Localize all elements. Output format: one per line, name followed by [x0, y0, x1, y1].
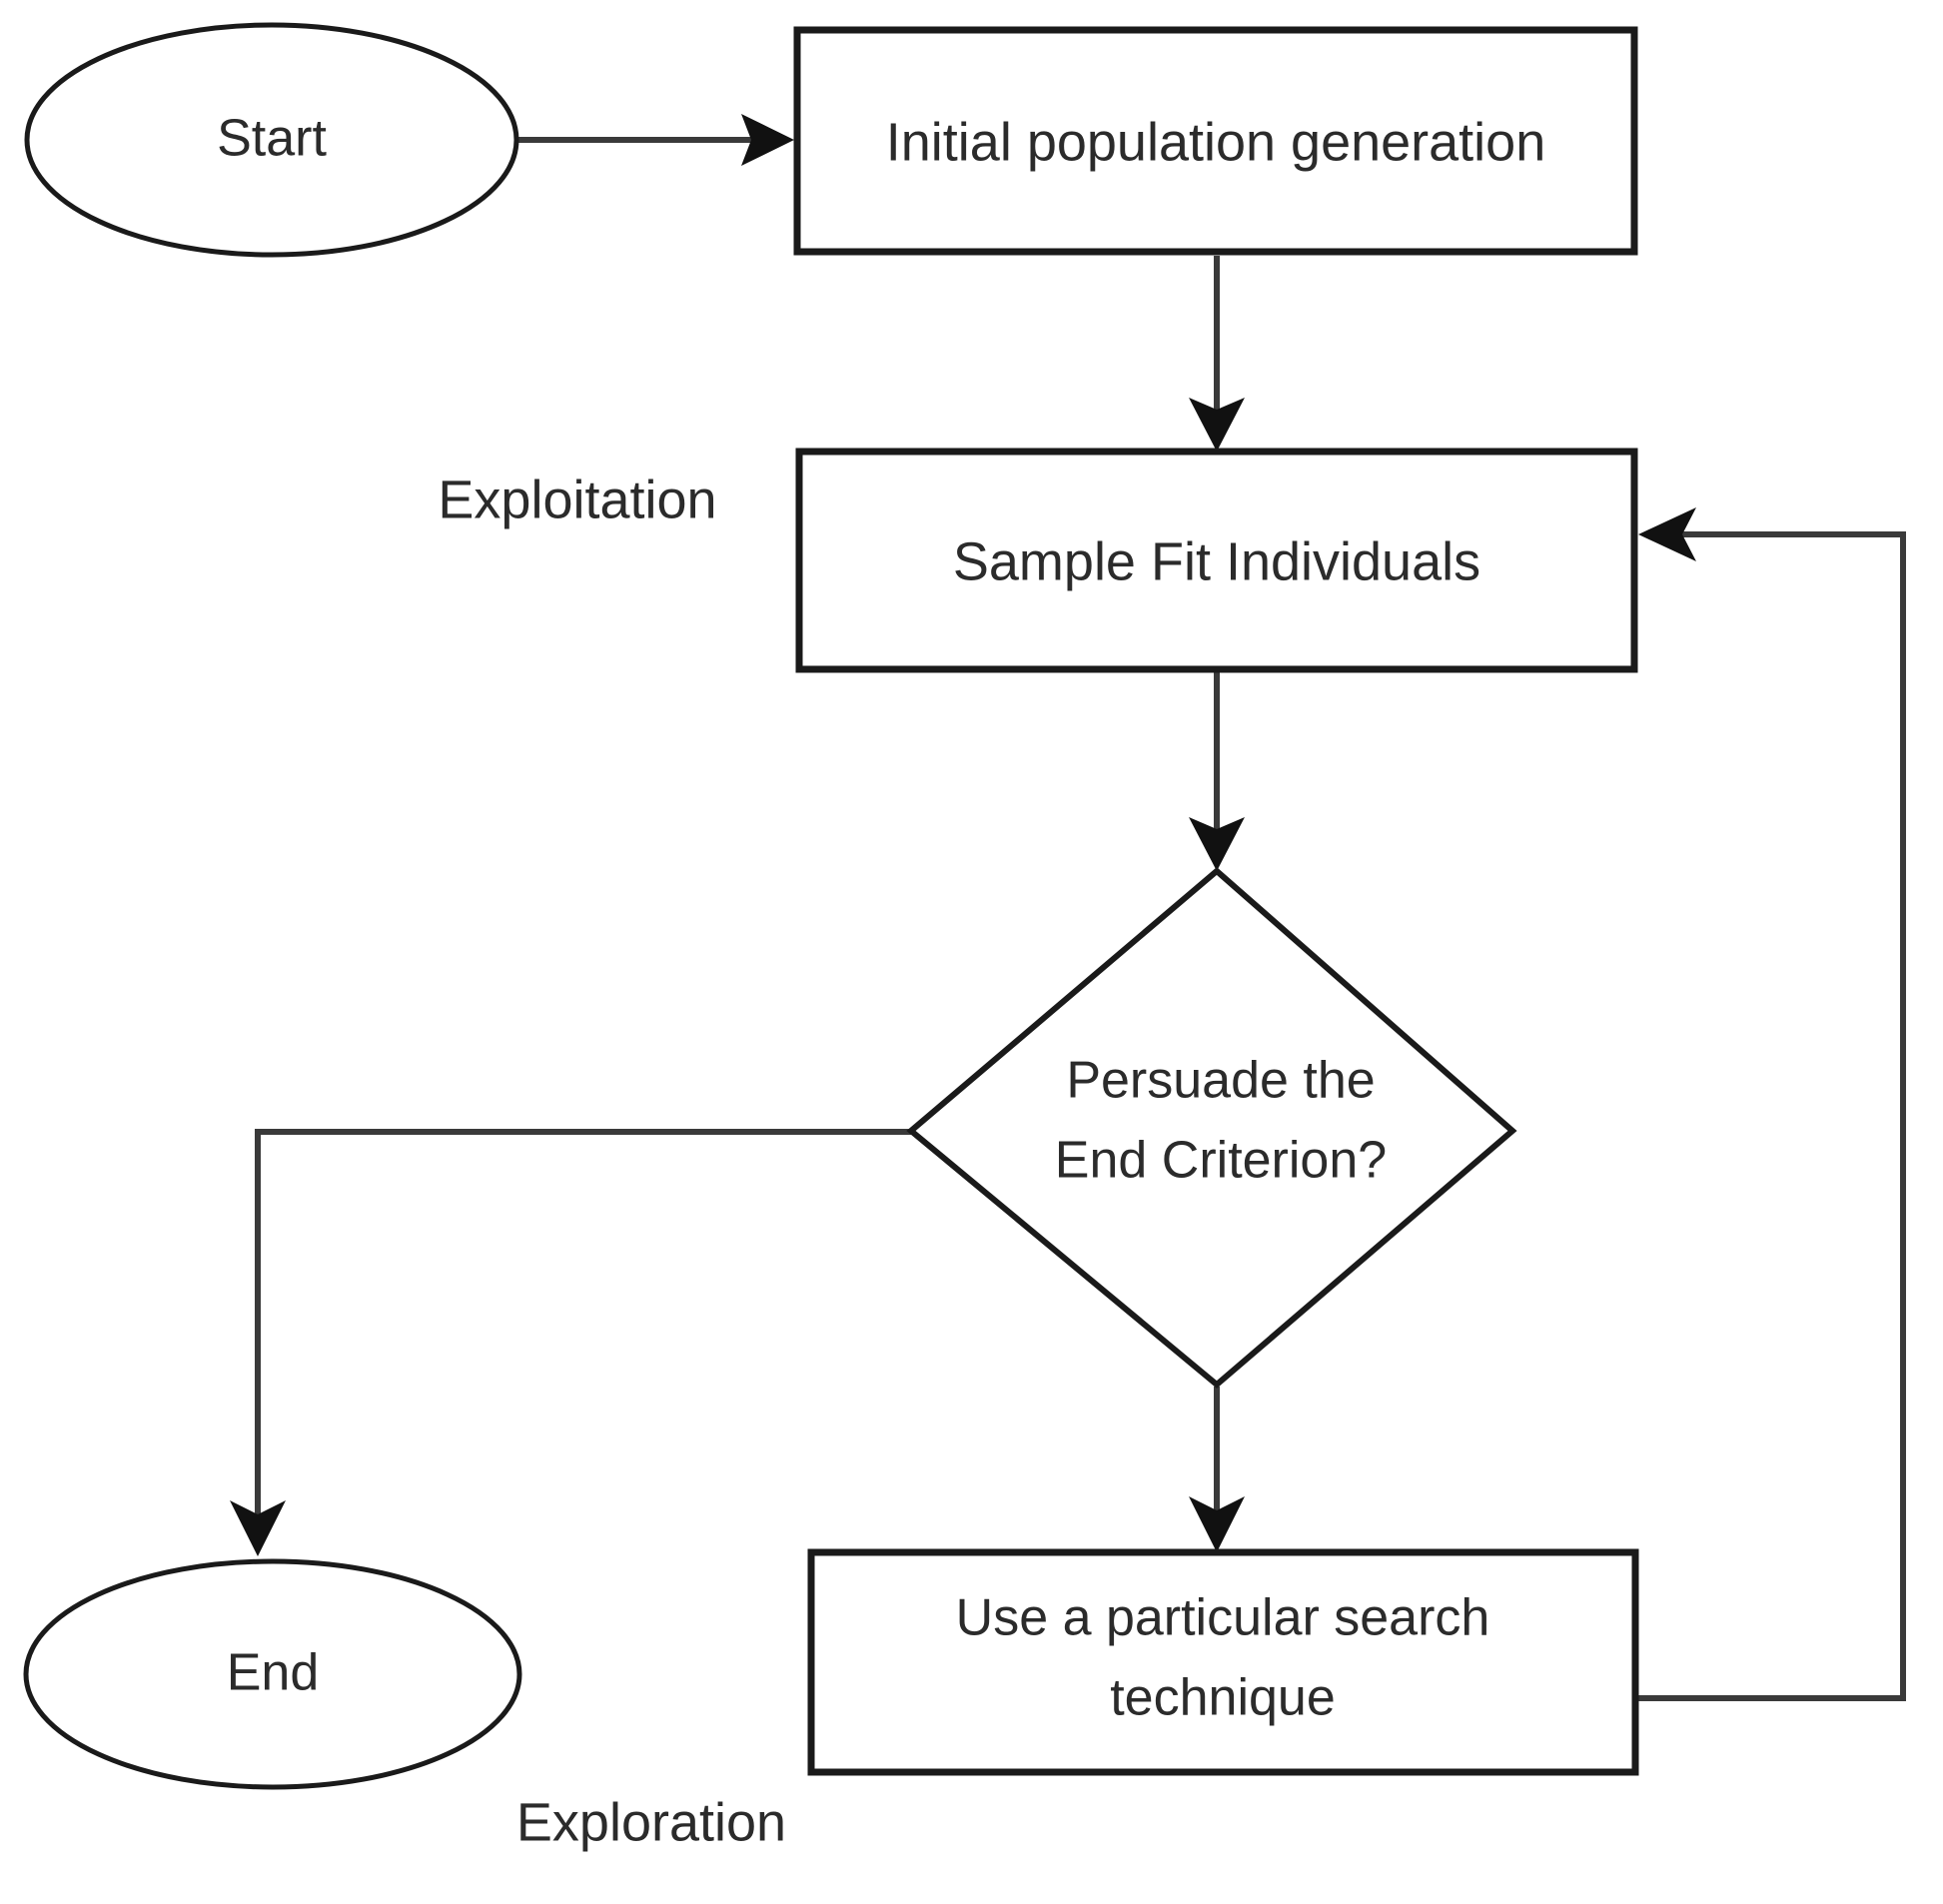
arrowhead-search-to-sample — [1638, 507, 1696, 561]
edge-sample-to-decision — [1189, 669, 1245, 871]
start-label: Start — [217, 110, 327, 168]
search-technique-label-line1: Use a particular search — [956, 1589, 1490, 1647]
edge-search-to-sample — [1635, 507, 1906, 1701]
decision-label-line1: Persuade the — [1066, 1052, 1375, 1110]
initial-population-label: Initial population generation — [886, 112, 1546, 172]
edge-decision-to-search — [1189, 1387, 1245, 1552]
start-ellipse-shape — [24, 22, 519, 258]
edge-line-decision-to-end — [255, 1129, 911, 1528]
arrowhead-initial-to-sample — [1189, 398, 1245, 452]
edge-initial-to-sample — [1189, 256, 1245, 452]
exploitation-phase-label: Exploitation — [438, 470, 716, 529]
arrowhead-decision-to-end — [230, 1500, 286, 1556]
search-technique-rect-shape — [807, 1548, 1639, 1776]
end-ellipse-shape — [23, 1558, 522, 1790]
node-start[interactable]: Start — [24, 22, 519, 258]
exploration-phase-label: Exploration — [516, 1792, 786, 1852]
node-search-technique[interactable]: Use a particular search technique — [807, 1548, 1639, 1776]
sample-fit-rect-shape — [795, 448, 1638, 673]
edge-start-to-initial — [514, 114, 794, 166]
sample-fit-label: Sample Fit Individuals — [953, 531, 1480, 591]
arrowhead-sample-to-decision — [1189, 817, 1245, 871]
node-decision[interactable]: Persuade the End Criterion? — [906, 867, 1517, 1389]
edge-decision-to-end — [230, 1129, 911, 1556]
node-sample-fit[interactable]: Sample Fit Individuals — [795, 448, 1638, 673]
node-end[interactable]: End — [23, 1558, 522, 1790]
search-technique-label-line2: technique — [1110, 1669, 1336, 1727]
node-initial-population[interactable]: Initial population generation — [793, 26, 1638, 256]
arrowhead-decision-to-search — [1189, 1496, 1245, 1552]
edge-line-search-to-sample — [1635, 531, 1906, 1701]
decision-diamond-shape — [906, 867, 1517, 1389]
arrowhead-start-to-initial — [741, 114, 794, 166]
initial-population-rect-shape — [793, 26, 1638, 256]
end-label: End — [227, 1644, 320, 1702]
decision-label-line2: End Criterion? — [1055, 1132, 1387, 1190]
